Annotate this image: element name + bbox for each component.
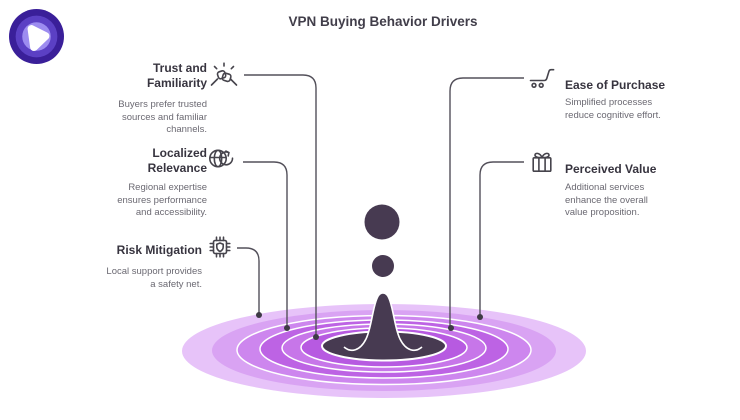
driver-title-risk: Risk Mitigation	[116, 243, 202, 257]
connector-lines	[237, 74, 524, 337]
driver-title-trust: Trust and Familiarity	[146, 61, 207, 90]
splash-column	[343, 292, 423, 352]
driver-desc-risk: Local support provides a safety net.	[106, 266, 202, 290]
driver-desc-localized: Regional expertise ensures performance a…	[117, 182, 207, 218]
page-title: VPN Buying Behavior Drivers	[288, 14, 478, 29]
brand-logo	[9, 9, 64, 64]
droplet-large	[364, 204, 400, 240]
cart-icon	[526, 61, 558, 93]
connector-value	[479, 161, 524, 317]
connector-trust	[244, 74, 317, 337]
connector-risk	[237, 247, 260, 315]
brand-logo-icon	[9, 9, 64, 64]
connector-dot	[477, 314, 483, 320]
connector-dot	[256, 312, 262, 318]
connector-dot	[284, 325, 290, 331]
droplet-small	[372, 255, 394, 277]
connector-dots	[256, 312, 483, 340]
driver-desc-trust: Buyers prefer trusted sources and famili…	[118, 99, 207, 135]
handshake-icon	[208, 59, 240, 91]
driver-title-value: Perceived Value	[565, 162, 657, 176]
globe-sync-icon	[205, 145, 237, 177]
driver-title-localized: Localized Relevance	[147, 146, 207, 175]
gift-icon	[526, 146, 558, 178]
chip-shield-icon	[204, 231, 236, 263]
driver-desc-value: Additional services enhance the overall …	[565, 182, 648, 218]
driver-desc-ease: Simplified processes reduce cognitive ef…	[565, 97, 661, 121]
connector-localized	[243, 161, 288, 328]
connector-dot	[448, 325, 454, 331]
connector-ease	[449, 77, 524, 328]
connector-dot	[313, 334, 319, 340]
driver-title-ease: Ease of Purchase	[565, 78, 666, 92]
